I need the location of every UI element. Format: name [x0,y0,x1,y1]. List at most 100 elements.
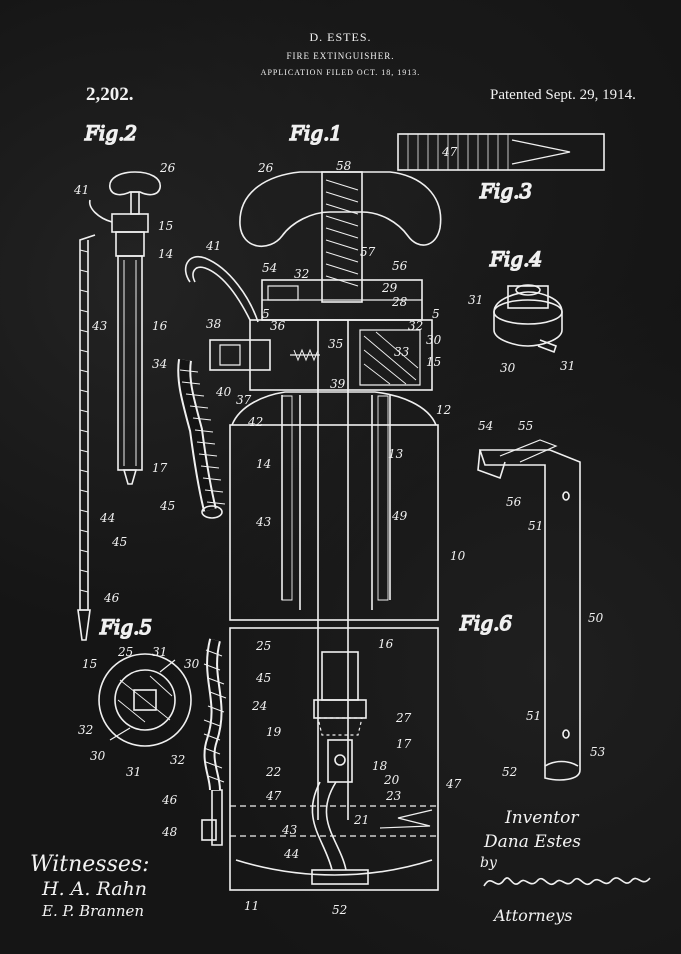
f2-num-43: 43 [91,319,108,333]
num-11: 11 [244,899,259,913]
fig1-numerals: 58 26 57 56 54 32 29 28 5 5 32 30 38 36 … [152,159,466,917]
f3-point [511,139,571,165]
figure-1-extinguisher [177,171,442,891]
tank-10 [229,424,439,621]
num-46: 46 [161,793,178,807]
tube-wall-right [377,395,389,601]
f6-num-50: 50 [588,611,604,625]
hose-end [201,505,223,519]
f6-num-53: 53 [590,745,606,759]
f4-num-30: 30 [500,361,516,375]
f5-num-30b: 30 [90,749,106,763]
f2-num-45: 45 [111,535,127,549]
f5-num-15: 15 [82,657,97,671]
valve-27 [317,717,363,736]
f2-nozzle-46 [77,609,91,641]
figure-3-strip [397,133,605,171]
num-47: 47 [265,789,282,803]
num-34: 34 [152,357,167,371]
f2-num-46: 46 [103,591,120,605]
base-52 [311,869,369,885]
body-33 [359,329,421,386]
num-48: 48 [161,825,178,839]
f2-nozzle [88,199,113,223]
plunger-rod [321,171,363,303]
num-27: 27 [395,711,412,725]
f2-tip [122,469,138,485]
f6-num-51b: 51 [526,709,541,723]
num-5b: 5 [432,307,440,321]
base-curve [235,859,433,876]
num-32b: 32 [408,319,423,333]
fig3-4-numerals: 47 31 31 30 [441,145,575,375]
num-38: 38 [206,317,222,331]
f5-num-32: 32 [78,723,93,737]
valve-18 [327,739,353,783]
nozzle-41-outer [184,255,259,323]
num-14: 14 [256,457,271,471]
f2-num-41: 41 [73,183,89,197]
num-16: 16 [378,637,394,651]
fig6-numerals: 54 55 56 51 50 51 53 52 [478,419,606,779]
pump-rod [317,320,349,820]
f4-num-31: 31 [468,293,483,307]
cord-twist [203,649,227,783]
f5-hatch [117,675,173,723]
f2-num-17: 17 [152,461,168,475]
f6-clip-54 [477,449,506,480]
f6-hole-51b [562,729,570,739]
inventor-signature: Dana Estes [484,832,582,852]
f2-num-14: 14 [158,247,173,261]
valve-36 [219,344,241,366]
caption-fig-2: Fig.2 [84,121,137,145]
f4-hole [515,284,541,296]
header-inventor-name: D. ESTES. [309,30,372,44]
f2-collar [115,231,145,257]
num-32: 32 [294,267,309,281]
f4-boss [507,285,549,309]
witnesses-label: Witnesses: [30,852,150,877]
f2-hose-45 [79,234,96,611]
header-title: FIRE EXTINGUISHER. [286,51,395,61]
fig5-numerals: 15 25 31 30 32 30 31 32 [78,645,200,779]
num-17: 17 [396,737,412,751]
caption-fig-5: Fig.5 [99,615,152,639]
f4-top [493,299,563,325]
witness-1-signature: H. A. Rahn [42,878,147,900]
num-20: 20 [383,773,400,787]
f5-num-30: 30 [184,657,200,671]
rod-hatching [325,179,359,287]
piston-25 [321,651,359,701]
num-54: 54 [262,261,277,275]
num-12: 12 [436,403,451,417]
num-43b: 43 [281,823,298,837]
num-47b: 47 [445,777,462,791]
inner-tubes [281,395,391,610]
caption-fig-4: Fig.4 [489,247,542,271]
num-40: 40 [215,385,232,399]
f4-tab [537,339,558,354]
caption-fig-3: Fig.3 [479,179,532,203]
num-42: 42 [247,415,263,429]
num-19: 19 [266,725,282,739]
inventor-label: Inventor [505,808,579,828]
f6-num-54: 54 [478,419,493,433]
suction-tube-43 [311,781,347,871]
num-23: 23 [385,789,402,803]
num-18: 18 [372,759,388,773]
f6-clip-55 [499,439,558,463]
num-22: 22 [265,765,281,779]
num-28: 28 [391,295,408,309]
f5-mid [114,669,176,731]
zigzag-47 [379,809,433,829]
num-45: 45 [159,499,175,513]
f3-strip [397,133,605,171]
patent-number: 2,202. [86,84,134,105]
pump-head [249,319,433,391]
f2-num-44: 44 [99,511,115,525]
f3-hatch [407,134,509,170]
f2-cylinder [117,255,143,471]
figure-6-bracket [477,439,581,781]
body-hatch [363,331,419,385]
f2-num-26: 26 [159,161,176,175]
